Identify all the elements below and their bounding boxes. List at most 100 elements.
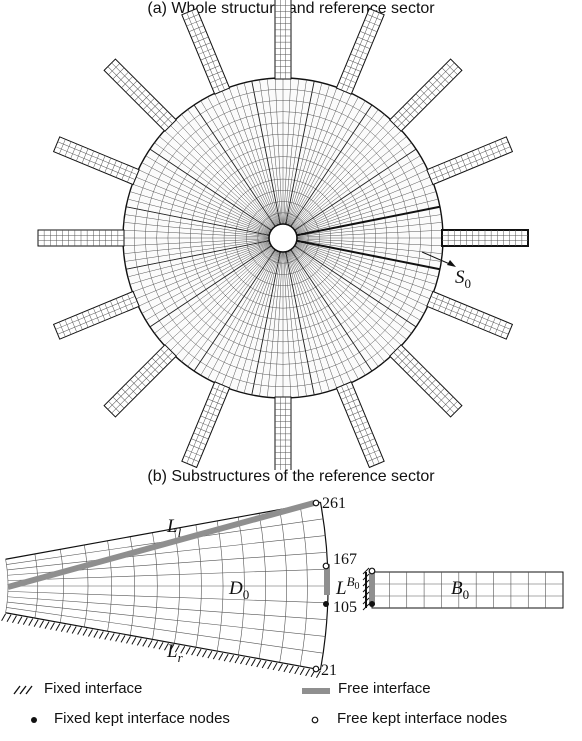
disk-radial-line <box>129 191 270 235</box>
blade-mesh-line <box>477 148 485 164</box>
blade-mesh-line <box>346 383 380 464</box>
blade-mesh-line <box>466 307 473 323</box>
disk-radial-line <box>200 100 277 227</box>
disk-radial-line <box>127 241 270 278</box>
blade-mesh-line <box>147 102 160 115</box>
hatch-mark <box>88 629 93 637</box>
disk-radial-line <box>214 93 278 226</box>
substructure-diagram: 261 167 105 21 Ll Lr D0 B0 LB0 <box>1 495 564 679</box>
blade-mesh-line <box>411 366 423 378</box>
disk-radial <box>7 591 328 604</box>
blade-mesh-line <box>191 385 225 466</box>
disk-radial-line <box>181 114 275 228</box>
blade-mesh-line <box>195 427 211 434</box>
blade-mesh-line <box>393 348 406 361</box>
disk-radial-line <box>291 248 385 362</box>
blade-mesh-line <box>397 348 459 410</box>
blade-mesh-line <box>121 76 133 88</box>
disk-radial-line <box>200 249 277 376</box>
disk-radial-line <box>123 239 270 254</box>
disk-radial-line <box>295 176 431 233</box>
blade-mesh-line <box>127 167 134 183</box>
blade-mesh-line <box>364 449 380 457</box>
blade-mesh-line <box>70 143 77 159</box>
blade-mesh-line <box>160 115 173 128</box>
blade-mesh-line <box>362 25 378 32</box>
label-lr: Lr <box>166 641 184 665</box>
hatch-mark <box>362 597 370 605</box>
hatch-mark <box>126 636 131 644</box>
sector-boundary <box>251 251 281 396</box>
label-lb0: LB0 <box>335 574 360 599</box>
legend-free-node-symbol <box>311 716 319 724</box>
blade-mesh-line <box>338 82 354 89</box>
disk-radial <box>6 607 324 654</box>
hatch-mark <box>229 654 235 663</box>
blade-mesh-line <box>125 383 138 396</box>
hatch-mark <box>147 640 153 648</box>
hatch-mark <box>39 620 45 628</box>
label-b0: B0 <box>451 578 469 602</box>
hatch-mark <box>212 651 218 660</box>
blade-mesh-line <box>446 401 458 413</box>
hatch-mark <box>299 667 305 676</box>
blade-mesh-line <box>357 432 373 440</box>
blade-mesh-line <box>341 76 357 84</box>
blade-mesh-line <box>87 310 94 326</box>
disk-radial-line <box>141 244 271 314</box>
blade-mesh-line <box>202 409 218 417</box>
blade-mesh-line <box>483 314 490 330</box>
disk-radial-line <box>294 142 412 230</box>
disk-radial-line <box>187 249 275 367</box>
blade-mesh-line <box>345 65 361 72</box>
hatch-mark <box>305 668 311 677</box>
disk-radial-line <box>296 222 443 237</box>
disk-radial-line <box>284 251 299 398</box>
blade-mesh-line <box>454 303 462 319</box>
disk-radial-line <box>228 251 279 389</box>
blade-mesh-line <box>212 82 228 89</box>
blade-mesh-line <box>489 317 496 333</box>
blade-mesh-line <box>191 438 207 445</box>
blade-mesh-line <box>338 387 354 394</box>
blade <box>52 290 140 340</box>
blade-mesh-line <box>57 141 138 175</box>
blade-mesh-line <box>186 12 220 93</box>
blade-mesh-line <box>398 111 410 123</box>
legend-fixed-interface: Fixed interface <box>44 680 143 697</box>
node-label-261: 261 <box>322 495 346 512</box>
hatch-mark <box>362 591 370 599</box>
sector-boundary <box>125 240 270 270</box>
hatch-mark <box>12 615 17 623</box>
disk-radial-line <box>154 246 272 334</box>
hatch-mark <box>66 625 72 633</box>
blade-mesh-line <box>393 115 406 128</box>
blade-mesh-line <box>341 10 375 91</box>
whole-structure-diagram: S0 <box>37 0 529 470</box>
hatch-mark <box>362 573 370 581</box>
blade-mesh-line <box>93 307 100 323</box>
hatch-mark <box>250 658 256 667</box>
blade-mesh-line <box>93 153 100 169</box>
fixed-node-blade <box>369 601 375 607</box>
disk-radial-line <box>289 96 359 226</box>
blade-mesh-line <box>64 141 72 157</box>
disk-radial-line <box>132 183 270 234</box>
sector-label-s0: S0 <box>455 267 471 291</box>
hatch-mark <box>240 656 245 665</box>
disk-radial-line <box>284 78 299 225</box>
blade-mesh-line <box>477 312 485 328</box>
blade <box>181 381 231 469</box>
disk-radial-line <box>296 198 439 235</box>
hatch-mark <box>234 655 240 664</box>
blade-mesh-line <box>437 164 445 180</box>
blade-mesh-line <box>348 409 364 417</box>
blade-mesh-line <box>433 76 445 88</box>
blade-mesh-line <box>359 31 375 38</box>
disk-radial-line <box>123 238 270 247</box>
blade-mesh-line <box>200 53 216 61</box>
hatch-mark <box>272 662 278 671</box>
blade-mesh-line <box>424 84 437 97</box>
fixed-node-105 <box>323 601 329 607</box>
disk-radial-line <box>283 251 292 398</box>
